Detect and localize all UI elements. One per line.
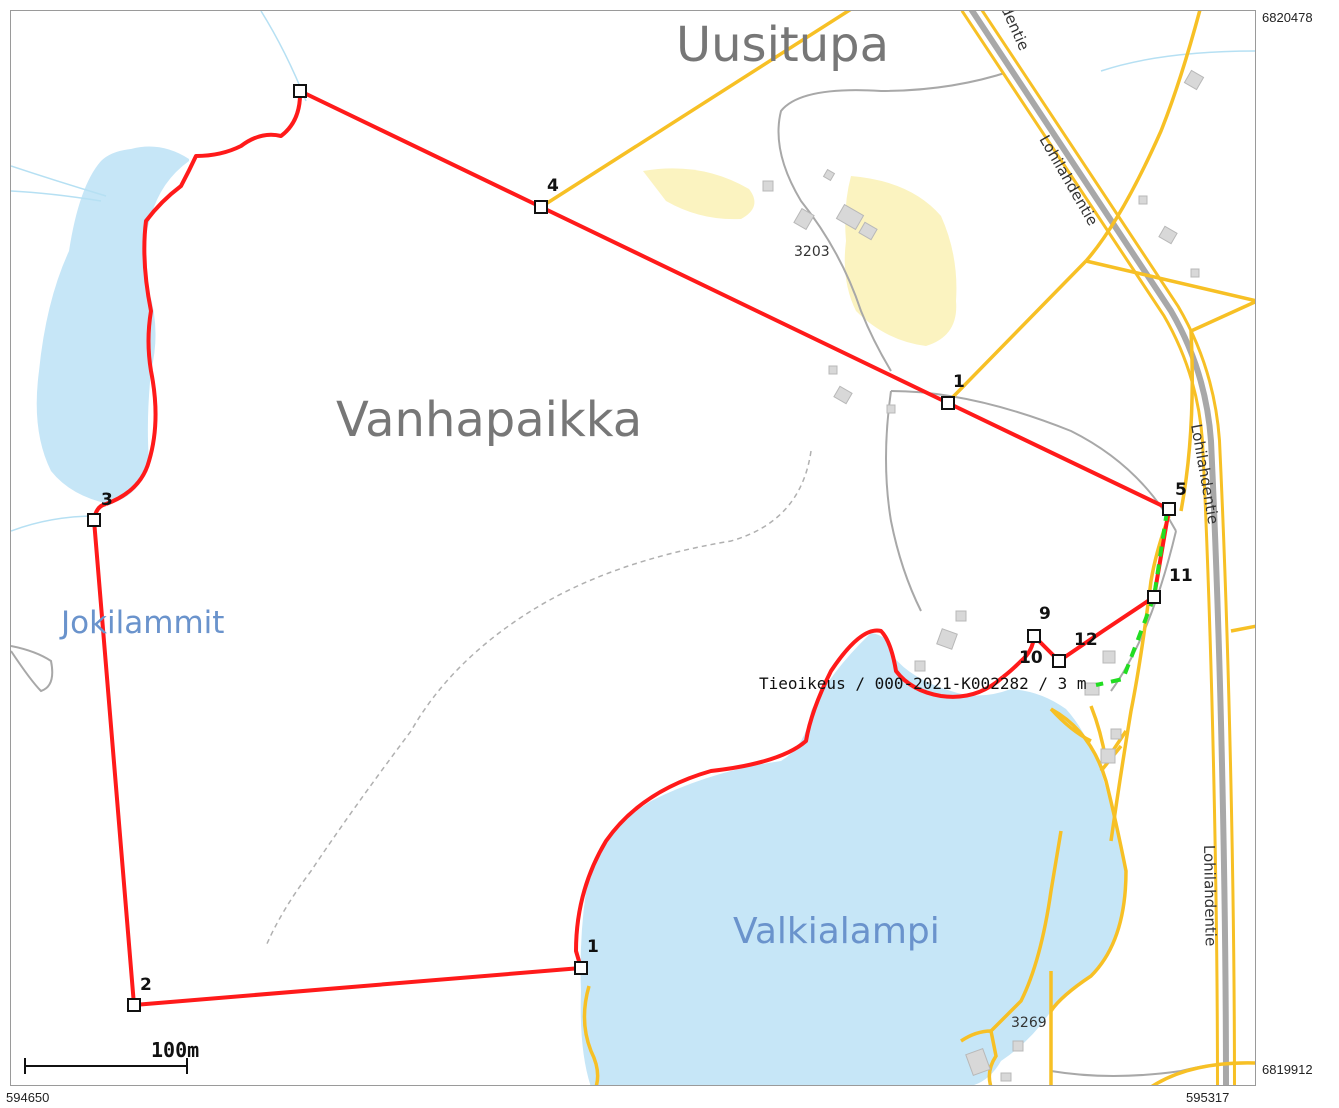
field-area <box>643 168 755 220</box>
marker-9[interactable] <box>1027 629 1041 643</box>
map-canvas[interactable]: Uusitupa Vanhapaikka Jokilammit Valkiala… <box>11 11 1256 1086</box>
stream <box>11 165 107 197</box>
coordinate-east: 595317 <box>1186 1090 1230 1105</box>
lake-valkialampi <box>580 633 1126 1085</box>
boundary-markers <box>87 84 1176 1012</box>
scale-bar <box>24 1058 188 1074</box>
water-label-jokilammit: Jokilammit <box>59 605 224 641</box>
marker-1-top[interactable] <box>941 396 955 410</box>
map-frame[interactable]: Uusitupa Vanhapaikka Jokilammit Valkiala… <box>10 10 1256 1086</box>
coordinate-west: 594650 <box>6 1090 50 1105</box>
point-label-1-top: 1 <box>953 372 965 392</box>
marker-5[interactable] <box>1162 502 1176 516</box>
track <box>885 390 922 612</box>
point-label-2: 2 <box>140 975 152 995</box>
path-dashed <box>265 450 812 947</box>
track <box>11 645 54 693</box>
marker-2[interactable] <box>127 998 141 1012</box>
building-number-3203: 3203 <box>794 244 830 260</box>
shore-boundary <box>1049 707 1128 1013</box>
track <box>890 390 1177 532</box>
stream <box>11 515 97 532</box>
water-label-valkialampi: Valkialampi <box>733 911 940 952</box>
stream <box>1100 50 1255 72</box>
point-label-4: 4 <box>547 176 559 196</box>
marker-1-bottom[interactable] <box>574 961 588 975</box>
point-label-12: 12 <box>1074 630 1098 650</box>
place-label-uusitupa: Uusitupa <box>676 17 889 73</box>
point-label-11: 11 <box>1169 566 1193 586</box>
coordinate-north: 6820478 <box>1262 10 1313 25</box>
road-label-lower: Lohilahdentie <box>1200 845 1220 947</box>
point-label-3: 3 <box>101 490 113 510</box>
property-boundaries <box>540 11 1255 1085</box>
point-label-9: 9 <box>1039 604 1051 624</box>
marker-11[interactable] <box>1147 590 1161 604</box>
track <box>1110 530 1177 692</box>
easement-annotation: Tieoikeus / 000-2021-K002282 / 3 m <box>759 674 1087 693</box>
coordinate-south: 6819912 <box>1262 1062 1313 1077</box>
shore-boundary <box>582 985 600 1085</box>
easement-line <box>1095 510 1169 687</box>
point-label-10: 10 <box>1019 648 1043 668</box>
buildings <box>762 69 1205 1082</box>
field-area <box>844 176 957 346</box>
marker-10[interactable] <box>1052 654 1066 668</box>
marker-3[interactable] <box>87 513 101 527</box>
track <box>777 70 1012 372</box>
building-number-3269: 3269 <box>1011 1015 1047 1031</box>
marker-nw[interactable] <box>293 84 307 98</box>
point-label-5: 5 <box>1175 480 1187 500</box>
point-label-1-bottom: 1 <box>587 937 599 957</box>
place-label-vanhapaikka: Vanhapaikka <box>336 392 642 448</box>
stream <box>11 190 102 202</box>
road-lohilahdentie-line <box>968 11 1229 1085</box>
scale-bar-label: 100m <box>151 1038 199 1062</box>
lake-jokilammit <box>36 146 189 505</box>
marker-4[interactable] <box>534 200 548 214</box>
